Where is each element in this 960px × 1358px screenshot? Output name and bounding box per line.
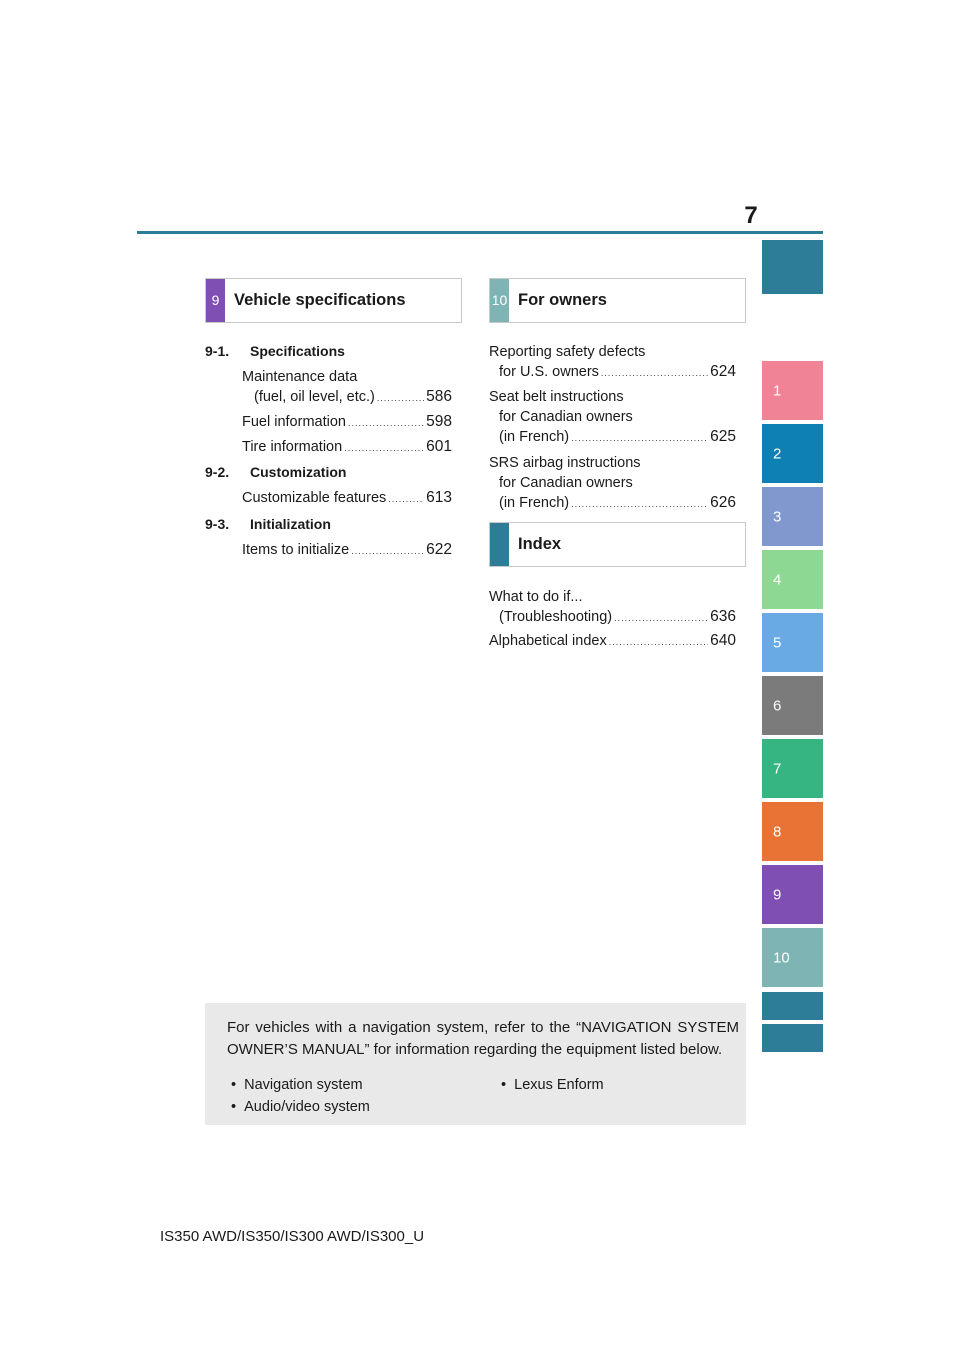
top-rule — [137, 231, 823, 234]
toc-entry[interactable]: Reporting safety defects for U.S. owners… — [489, 342, 736, 383]
page-ref: 636 — [710, 608, 736, 625]
subsection-name: Initialization — [250, 516, 331, 532]
thumb-tab-4[interactable]: 4 — [762, 550, 823, 609]
page-ref: 598 — [426, 413, 452, 430]
thumb-tab-5[interactable]: 5 — [762, 613, 823, 672]
page-ref: 625 — [710, 428, 736, 445]
subsection-9-3-heading: 9-3. Initialization — [205, 516, 331, 532]
section-9-header: 9 Vehicle specifications — [205, 278, 462, 323]
index-section-title: Index — [518, 535, 562, 553]
toc-entry[interactable]: Fuel information598 — [242, 412, 452, 433]
section-10-number: 10 — [490, 279, 509, 322]
footer-model-code: IS350 AWD/IS350/IS300 AWD/IS300_U — [160, 1228, 425, 1245]
thumb-tab-9[interactable]: 9 — [762, 865, 823, 924]
toc-entry[interactable]: Alphabetical index640 — [489, 631, 736, 652]
navigation-note-box: For vehicles with a navigation system, r… — [205, 1003, 746, 1125]
thumb-tab-blank-a[interactable] — [762, 992, 823, 1020]
toc-entry[interactable]: What to do if... (Troubleshooting)636 — [489, 587, 736, 628]
page-ref: 601 — [426, 438, 452, 455]
subsection-name: Specifications — [250, 343, 345, 359]
toc-entry[interactable]: Seat belt instructions for Canadian owne… — [489, 387, 736, 448]
thumb-tab-blank-top[interactable] — [762, 240, 823, 294]
subsection-code: 9-3. — [205, 516, 230, 532]
thumb-tab-7[interactable]: 7 — [762, 739, 823, 798]
page-ref: 626 — [710, 494, 736, 511]
section-10-header: 10 For owners — [489, 278, 746, 323]
subsection-code: 9-1. — [205, 343, 230, 359]
thumb-tab-1[interactable]: 1 — [762, 361, 823, 420]
index-section-marker — [490, 523, 509, 566]
section-10-title: For owners — [518, 291, 607, 309]
note-text: For vehicles with a navigation system, r… — [227, 1019, 739, 1058]
section-9-title: Vehicle specifications — [234, 291, 406, 309]
page-ref: 624 — [710, 363, 736, 380]
page-ref: 622 — [426, 541, 452, 558]
thumb-tab-blank-b[interactable] — [762, 1024, 823, 1052]
toc-entry[interactable]: Maintenance data (fuel, oil level, etc.)… — [242, 367, 452, 408]
toc-entry[interactable]: SRS airbag instructions for Canadian own… — [489, 453, 736, 514]
note-bullet: • Navigation system — [231, 1077, 363, 1093]
toc-entry[interactable]: Tire information601 — [242, 437, 452, 458]
page-ref: 613 — [426, 489, 452, 506]
thumb-tab-8[interactable]: 8 — [762, 802, 823, 861]
subsection-code: 9-2. — [205, 464, 230, 480]
thumb-tab-2[interactable]: 2 — [762, 424, 823, 483]
toc-entry[interactable]: Customizable features613 — [242, 488, 452, 509]
page-ref: 586 — [426, 388, 452, 405]
page-number: 7 — [744, 202, 758, 229]
subsection-name: Customization — [250, 464, 347, 480]
index-section-header: Index — [489, 522, 746, 567]
subsection-9-2-heading: 9-2. Customization — [205, 464, 346, 480]
note-bullet: • Audio/video system — [231, 1099, 370, 1115]
page-ref: 640 — [710, 632, 736, 649]
thumb-tab-10[interactable]: 10 — [762, 928, 823, 987]
note-bullet: • Lexus Enform — [501, 1077, 604, 1093]
subsection-9-1-heading: 9-1. Specifications — [205, 343, 345, 359]
section-9-number: 9 — [206, 279, 225, 322]
toc-entry[interactable]: Items to initialize622 — [242, 540, 452, 561]
thumb-tab-3[interactable]: 3 — [762, 487, 823, 546]
thumb-tab-6[interactable]: 6 — [762, 676, 823, 735]
